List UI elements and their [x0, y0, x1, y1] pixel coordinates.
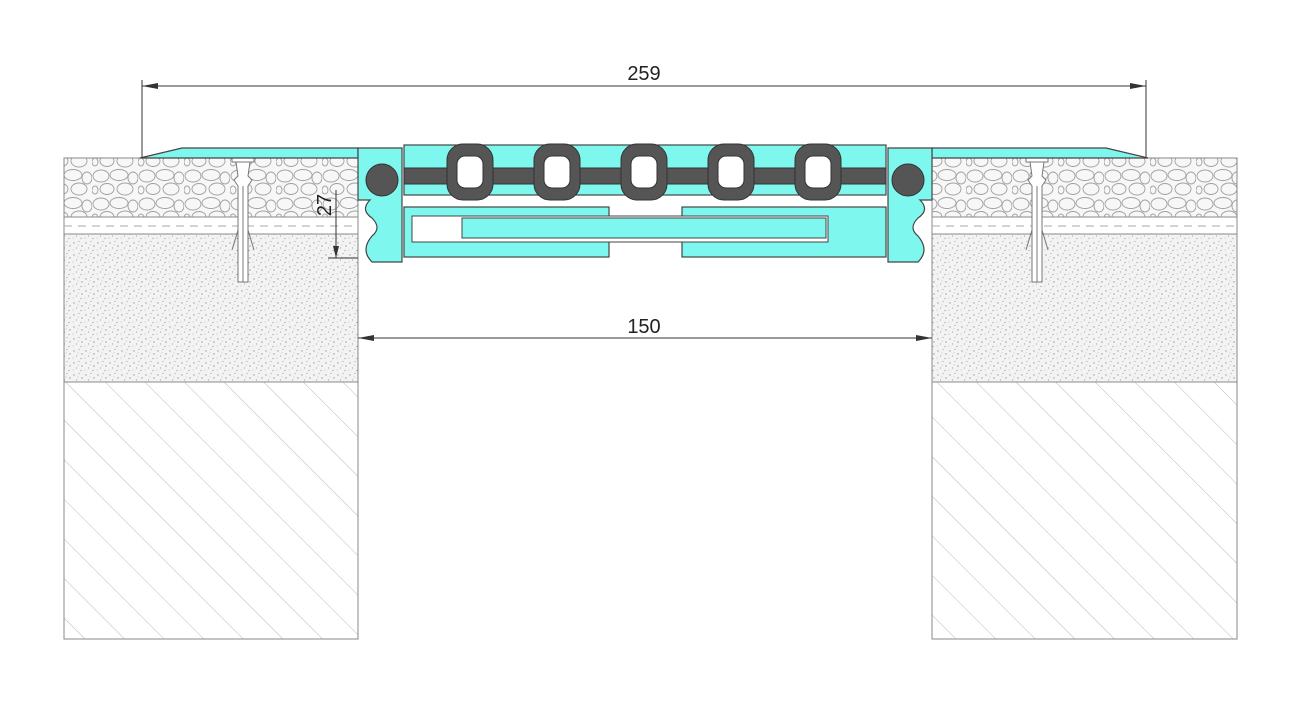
- right-substrate: [931, 157, 1238, 640]
- left-pebble-finish: [63, 157, 359, 218]
- left-fixing-anchor: [231, 155, 255, 283]
- rubber-cell: [533, 143, 581, 201]
- gap-width-label: 150: [627, 316, 660, 338]
- profile-height-dimension: 27: [314, 190, 358, 259]
- sliding-plate: [461, 217, 827, 239]
- left-screed-layer: [63, 233, 359, 383]
- rubber-insert: [365, 143, 925, 201]
- overall-width-dimension: 259: [141, 63, 1147, 158]
- overall-width-label: 259: [627, 63, 660, 85]
- right-fixing-anchor: [1025, 155, 1049, 283]
- right-pebble-finish: [931, 157, 1238, 218]
- right-screed-layer: [931, 233, 1238, 383]
- left-substrate: [63, 157, 359, 640]
- rubber-cell: [620, 143, 668, 201]
- profile-height-label: 27: [314, 194, 336, 216]
- rubber-cell: [794, 143, 842, 201]
- right-structural-slab: [931, 381, 1238, 640]
- rubber-edge-bead-left: [365, 163, 399, 197]
- rubber-cell: [707, 143, 755, 201]
- rubber-edge-bead-right: [891, 163, 925, 197]
- rubber-cell: [446, 143, 494, 201]
- left-structural-slab: [63, 381, 359, 640]
- gap-width-dimension: 150: [358, 316, 932, 341]
